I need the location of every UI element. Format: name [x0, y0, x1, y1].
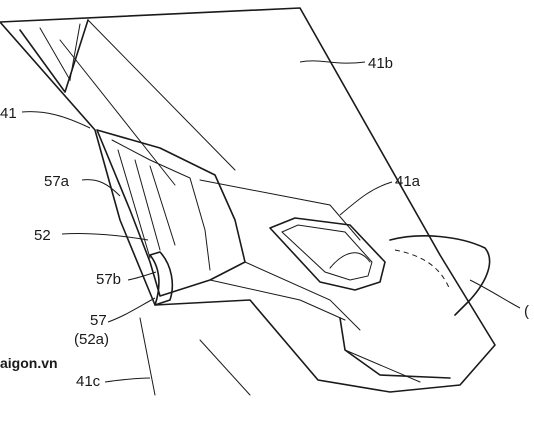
upper-wedge-inner [39, 23, 81, 82]
label-41a: 41a [395, 173, 421, 190]
crease-line-2 [59, 39, 176, 186]
fairing-outline [0, 7, 496, 393]
watermark-text: aigon.vn [0, 355, 58, 371]
rear-cover-hidden-edge [394, 249, 451, 291]
side-duct-inner [111, 139, 211, 271]
label-edge-paren: ( [524, 303, 529, 320]
leader-52 [61, 232, 149, 241]
side-duct-fin-3 [149, 165, 176, 246]
side-duct [96, 129, 246, 297]
leader-41c [104, 377, 151, 383]
duct-lip [149, 251, 174, 306]
leader-edge [469, 279, 521, 309]
leader-41b [299, 60, 366, 64]
leader-57b [127, 271, 157, 281]
label-52a: (52a) [74, 331, 109, 348]
crease-line-3 [199, 179, 361, 241]
side-duct-fin-1 [117, 149, 151, 259]
label-57a: 57a [44, 173, 70, 190]
label-57: 57 [90, 312, 107, 329]
label-57b: 57b [96, 271, 121, 288]
leader-41 [21, 111, 91, 129]
leader-57 [107, 297, 156, 323]
bottom-split-line-2 [199, 339, 251, 396]
lower-step-edge [344, 349, 421, 383]
label-52: 52 [34, 227, 51, 244]
lower-panel-line-1 [209, 279, 346, 321]
leader-57a [81, 179, 121, 197]
label-41c: 41c [76, 373, 101, 390]
intake-shadow [329, 252, 371, 269]
lower-panel-line-2 [244, 261, 361, 331]
rear-cover [389, 235, 491, 316]
intake-opening-inner [281, 224, 373, 281]
upper-wedge [19, 19, 89, 93]
intake-opening [269, 217, 386, 291]
side-duct-fin-2 [134, 159, 161, 251]
crease-line-1 [87, 19, 236, 171]
label-41: 41 [0, 105, 17, 122]
leader-41a [339, 181, 393, 216]
bottom-split-line [139, 317, 156, 396]
label-41b: 41b [368, 55, 393, 72]
lower-step [339, 317, 451, 379]
